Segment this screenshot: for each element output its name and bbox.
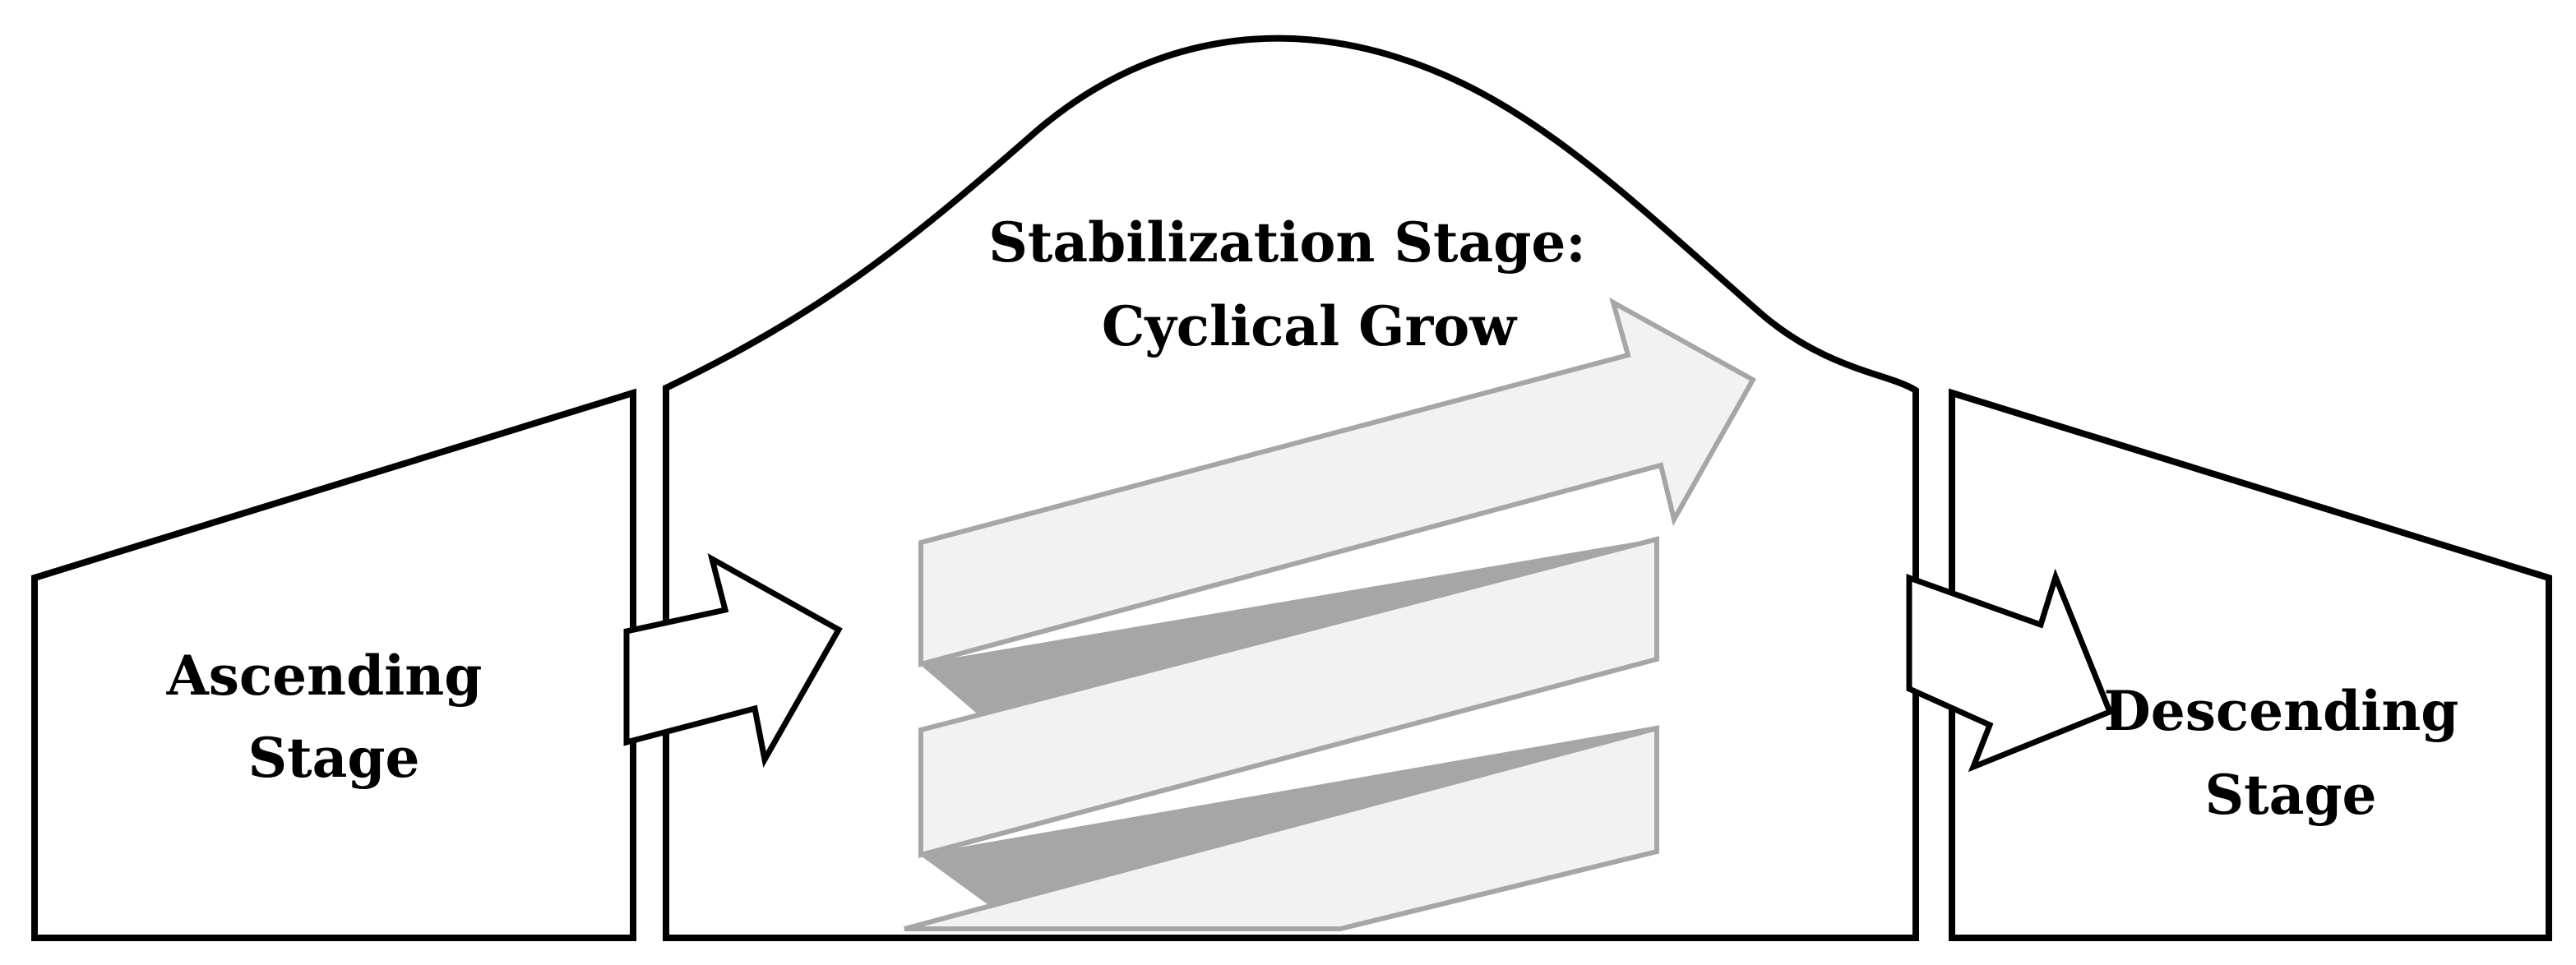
- ascending-stage-shape: [31, 388, 636, 941]
- descending-arrow: [1906, 568, 2114, 773]
- ascending-arrow: [623, 552, 843, 768]
- ribbon-segment-upper-with-arrowhead: [918, 297, 1757, 667]
- descending-stage-label: Descending Stage: [2104, 679, 2478, 827]
- stabilization-stage-label: Stabilization Stage: Cyclical Grow: [988, 210, 1604, 358]
- ascending-stage-label-line1: Ascending: [166, 644, 483, 708]
- descending-stage-shape: [1949, 388, 2552, 941]
- ribbon-segment-lower-middle: [918, 536, 1659, 858]
- stabilization-stage-label-line2: Cyclical Grow: [1102, 294, 1518, 358]
- descending-stage-label-line1: Descending: [2104, 679, 2459, 743]
- stabilization-stage-label-line1: Stabilization Stage:: [988, 210, 1585, 275]
- descending-stage-label-line2: Stage: [2204, 763, 2376, 827]
- ascending-stage-label-line2: Stage: [247, 726, 419, 790]
- ascending-stage-label: Ascending Stage: [166, 644, 502, 790]
- ribbon-segment-bottom: [904, 725, 1659, 931]
